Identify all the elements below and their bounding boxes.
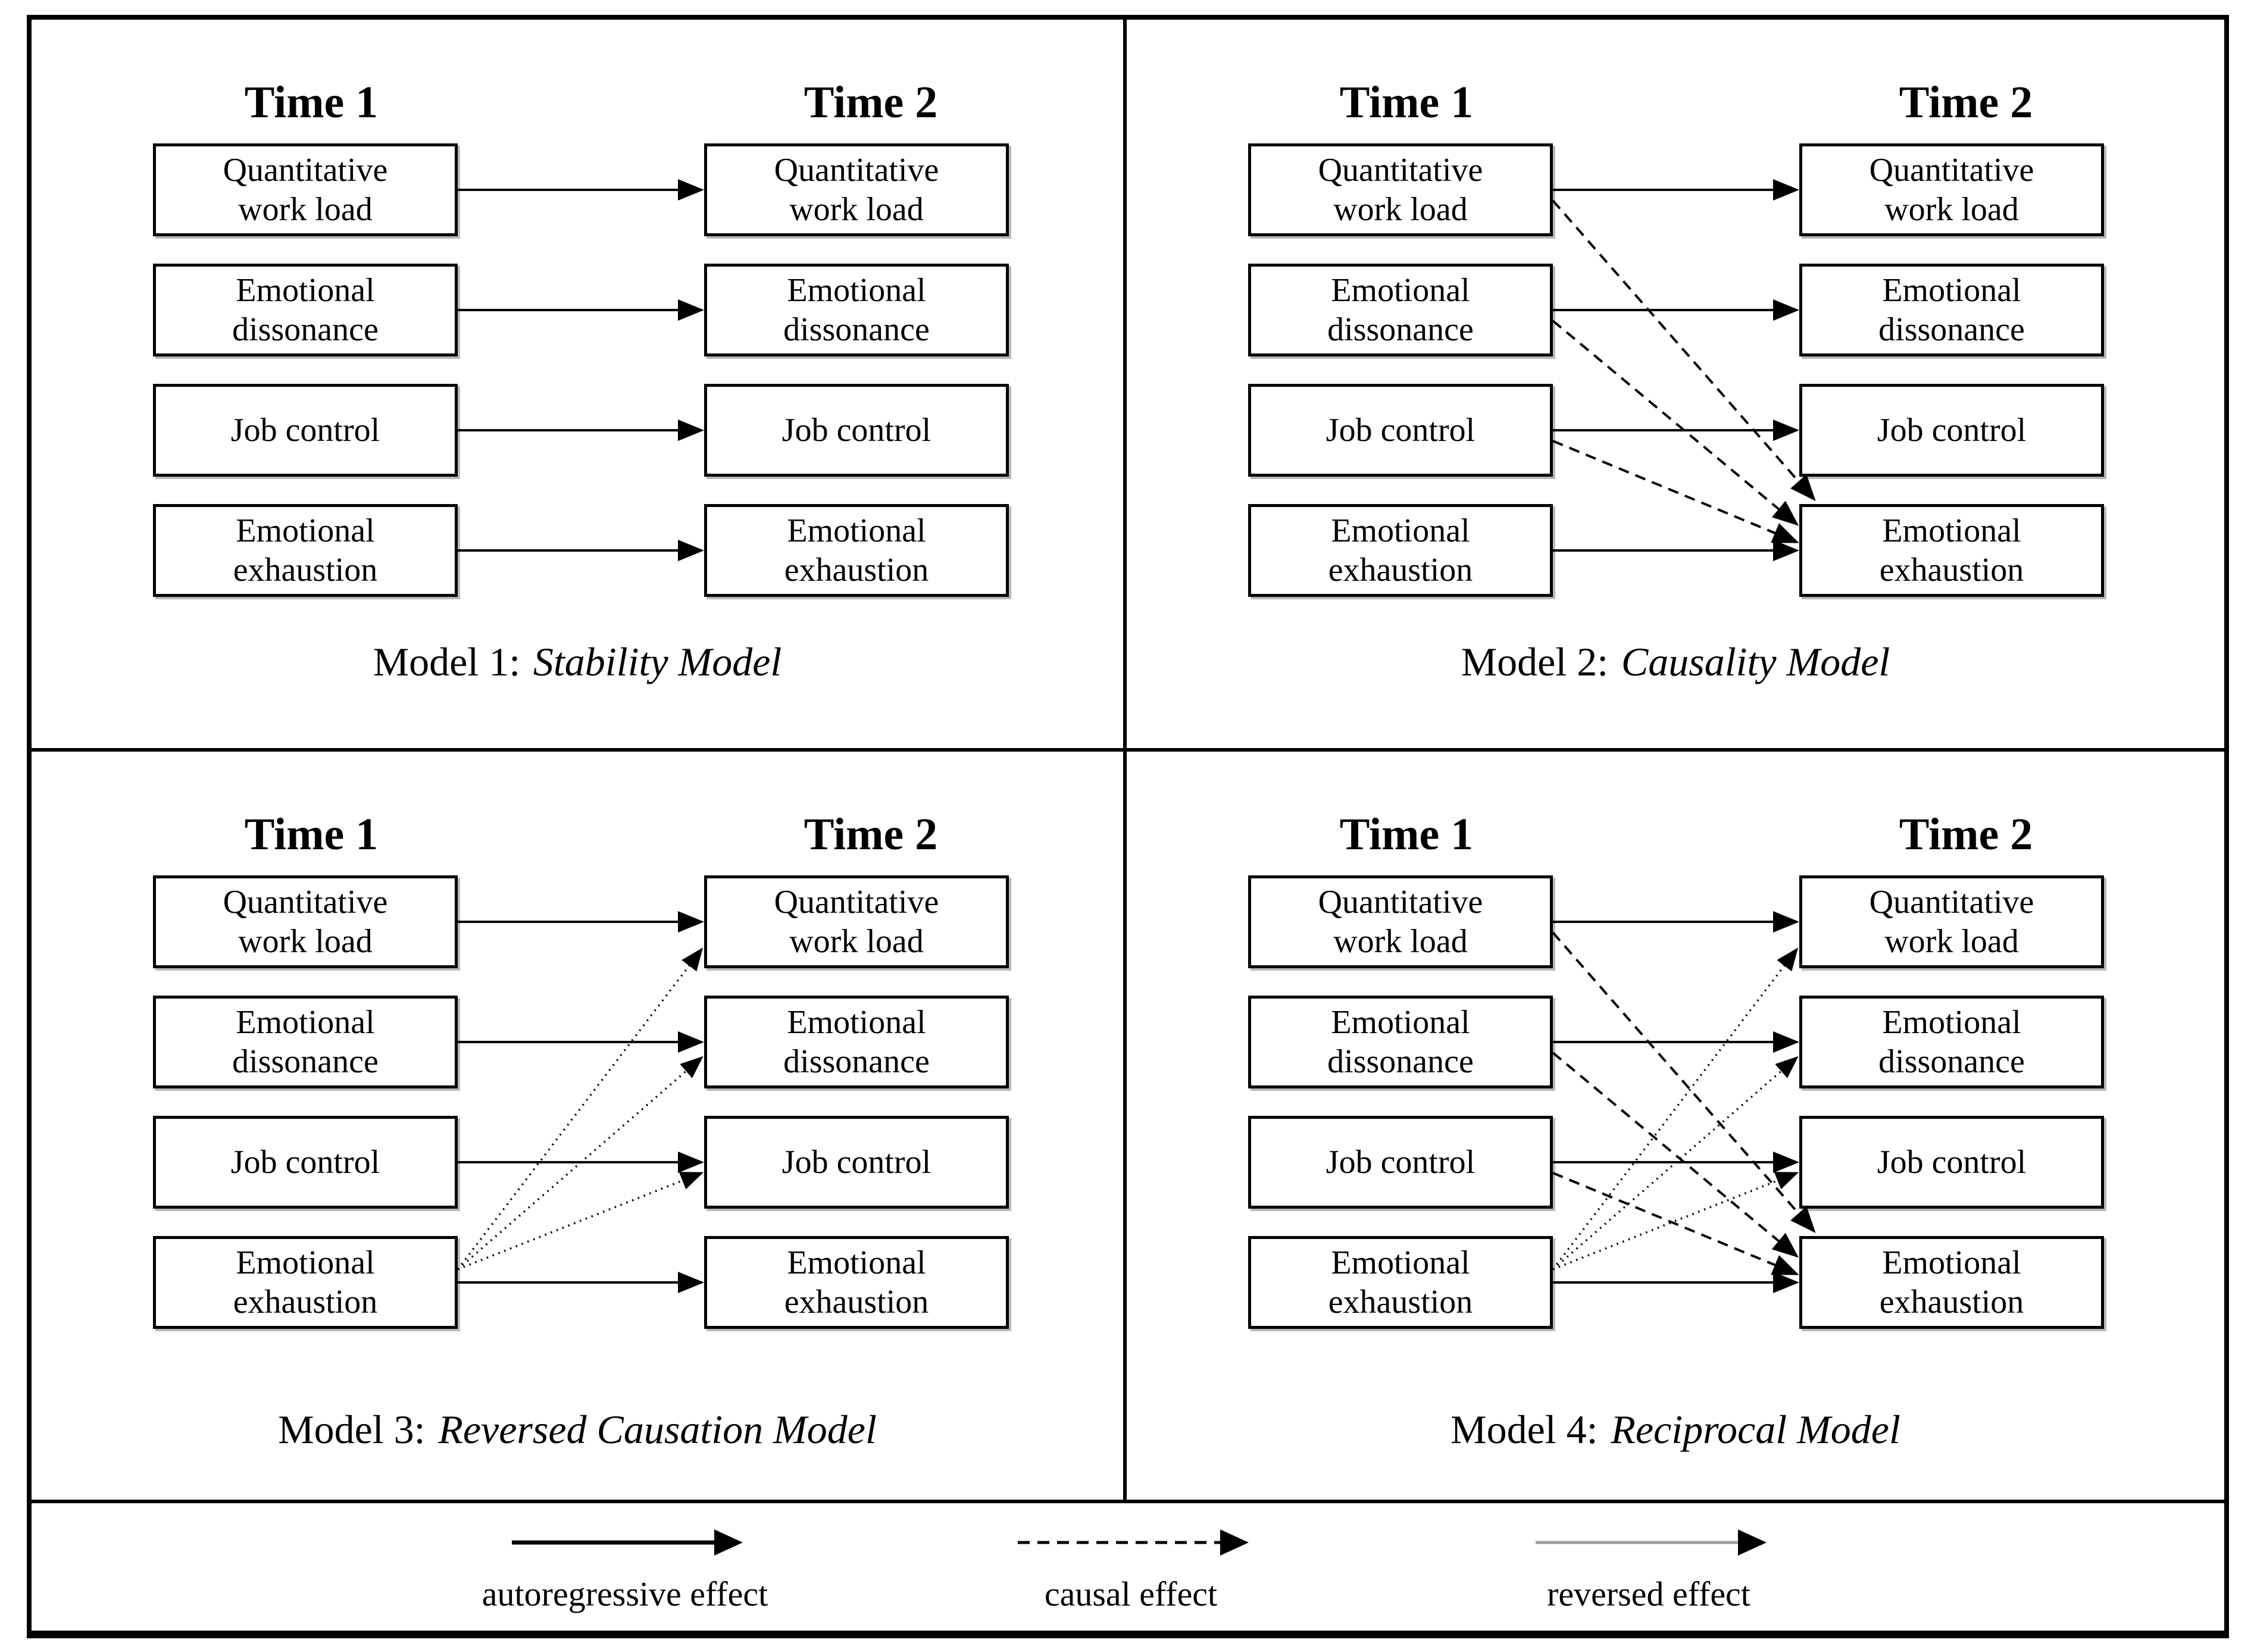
node-time1-1: Emotional dissonance [1248,264,1553,356]
legend: autoregressive effect causal effect revers… [32,1503,2224,1630]
arrow-causal-2-to-3 [1552,440,1799,543]
legend-divider [32,1500,2224,1503]
node-time2-0: Quantitative work load [1799,143,2104,236]
node-time1-2: Job control [153,1116,458,1209]
time1-header: Time 1 [244,77,379,127]
node-time2-3: Emotional exhaustion [704,504,1009,597]
model-caption: Model 3: Reversed Causation Model [32,1406,1123,1453]
model-caption-prefix: Model 2: [1461,639,1609,684]
legend-label: causal effect [1044,1575,1218,1613]
node-time1-3: Emotional exhaustion [153,1236,458,1329]
model-caption-title: Reversed Causation Model [438,1407,877,1452]
model-caption-prefix: Model 4: [1450,1407,1598,1452]
arrow-reversed-3-to-2 [1552,1172,1799,1271]
node-time2-2: Job control [1799,384,2104,477]
arrow-reversed-3-to-1 [1552,1056,1799,1271]
node-time1-2: Job control [153,384,458,477]
arrow-causal-2-to-3 [1552,1172,1799,1275]
legend-label: reversed effect [1547,1575,1750,1613]
model-caption-title: Reciprocal Model [1611,1407,1900,1452]
node-time2-0: Quantitative work load [704,143,1009,236]
model-caption-prefix: Model 1: [373,639,521,684]
model-caption-prefix: Model 3: [278,1407,426,1452]
node-time2-3: Emotional exhaustion [1799,504,2104,597]
model-caption: Model 1: Stability Model [32,639,1123,686]
time2-header: Time 2 [1899,77,2033,127]
legend-label: autoregressive effect [482,1575,768,1613]
node-time2-3: Emotional exhaustion [704,1236,1009,1329]
time2-header: Time 2 [1899,809,2033,859]
node-time1-3: Emotional exhaustion [1248,504,1553,597]
node-time1-1: Emotional dissonance [1248,996,1553,1088]
node-time2-2: Job control [704,1116,1009,1209]
node-time1-0: Quantitative work load [153,143,458,236]
model-caption-title: Causality Model [1621,639,1890,684]
node-time1-2: Job control [1248,384,1553,477]
node-time2-3: Emotional exhaustion [1799,1236,2104,1329]
node-time2-0: Quantitative work load [704,875,1009,968]
legend-item-causal: causal effect [923,1520,1339,1614]
arrow-reversed-3-to-0 [457,947,704,1271]
node-time1-2: Job control [1248,1116,1553,1209]
node-time2-2: Job control [1799,1116,2104,1209]
legend-item-reversed: reversed effect [1440,1520,1857,1614]
node-time2-1: Emotional dissonance [704,264,1009,356]
node-time1-0: Quantitative work load [1248,143,1553,236]
node-time1-1: Emotional dissonance [153,996,458,1088]
model-caption-title: Stability Model [533,639,782,684]
node-time1-3: Emotional exhaustion [1248,1236,1553,1329]
time1-header: Time 1 [1339,77,1474,127]
node-time2-1: Emotional dissonance [1799,996,2104,1088]
time1-header: Time 1 [1339,809,1474,859]
node-time2-0: Quantitative work load [1799,875,2104,968]
arrow-causal-1-to-3 [1552,320,1799,526]
arrow-causal-0-to-3 [1552,199,1816,502]
model-caption: Model 4: Reciprocal Model [1127,1406,2224,1453]
node-time1-3: Emotional exhaustion [153,504,458,597]
node-time2-1: Emotional dissonance [704,996,1009,1088]
node-time1-1: Emotional dissonance [153,264,458,356]
time2-header: Time 2 [804,809,938,859]
arrow-causal-1-to-3 [1552,1052,1799,1258]
arrow-reversed-3-to-1 [457,1056,704,1271]
vertical-divider [1123,20,1127,1500]
arrow-reversed-3-to-0 [1552,947,1799,1271]
causal-arrow-icon [1018,1529,1249,1556]
arrow-causal-0-to-3 [1552,931,1816,1234]
arrow-reversed-3-to-2 [457,1172,704,1271]
node-time1-0: Quantitative work load [153,875,458,968]
reversed-arrow-icon [1536,1529,1767,1556]
model-caption: Model 2: Causality Model [1127,639,2224,686]
time1-header: Time 1 [244,809,379,859]
legend-item-autoregressive: autoregressive effect [417,1520,833,1614]
autoregressive-arrow-icon [512,1529,743,1556]
node-time2-2: Job control [704,384,1009,477]
node-time1-0: Quantitative work load [1248,875,1553,968]
node-time2-1: Emotional dissonance [1799,264,2104,356]
horizontal-divider [32,748,2224,752]
time2-header: Time 2 [804,77,938,127]
